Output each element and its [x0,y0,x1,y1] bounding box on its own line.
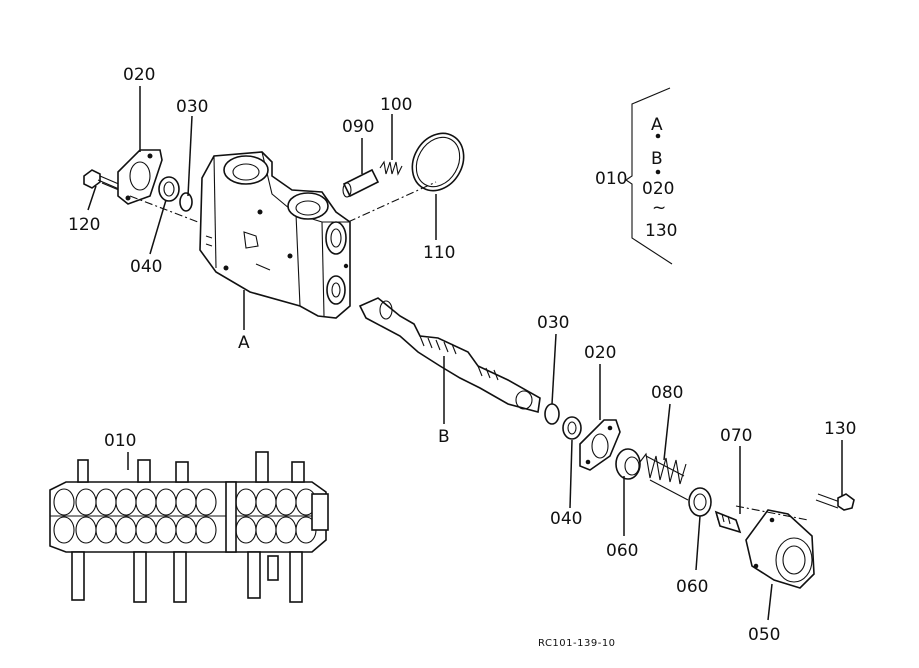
bolt-130-drawing [815,493,855,511]
legend-bracket [625,87,673,265]
bolt-070-drawing [714,510,742,534]
oring-030-left-drawing [179,192,193,212]
flange-020-mid-drawing [579,419,621,471]
legend-b: B [651,149,663,169]
label-040-left: 040 [130,257,162,277]
bushing-040-mid-drawing [562,416,582,440]
flange-020-left-drawing [117,149,163,205]
label-060-b: 060 [676,577,708,597]
label-020-top: 020 [123,65,155,85]
oring-030-mid-drawing [544,403,560,425]
spring-100-drawing [379,160,403,176]
label-ref-a: A [238,333,250,353]
label-060-a: 060 [606,541,638,561]
label-010-bottom: 010 [104,431,136,451]
cap-050-drawing [745,509,815,589]
legend-range-to: 130 [645,221,677,241]
spool-drawing [358,297,541,414]
legend-range-mark: ~ [652,198,666,218]
seat-060-a-drawing [615,448,641,480]
legend-a: A [651,115,663,135]
spring-080-drawing [639,452,689,501]
leader-lines [87,86,843,621]
oring-110-drawing [411,132,465,192]
label-030-top: 030 [176,97,208,117]
plug-090-drawing [342,168,380,198]
legend-dot-b [655,169,661,175]
label-130: 130 [824,419,856,439]
legend-assembly-code: 010 [595,169,627,189]
label-050: 050 [748,625,780,645]
drawing-code: RC101-139-10 [538,638,616,649]
label-080: 080 [651,383,683,403]
legend-dot-a [655,133,661,139]
label-070: 070 [720,426,752,446]
label-ref-b: B [438,427,450,447]
label-100: 100 [380,95,412,115]
bushing-040-left-drawing [158,176,180,202]
label-120: 120 [68,215,100,235]
seat-060-b-drawing [688,487,712,517]
valve-body-drawing [199,151,351,319]
label-110: 110 [423,243,455,263]
label-090: 090 [342,117,374,137]
label-030-mid: 030 [537,313,569,333]
label-020-mid: 020 [584,343,616,363]
legend-range-from: 020 [642,179,674,199]
label-040-mid: 040 [550,509,582,529]
assembly-view-drawing [49,451,329,603]
